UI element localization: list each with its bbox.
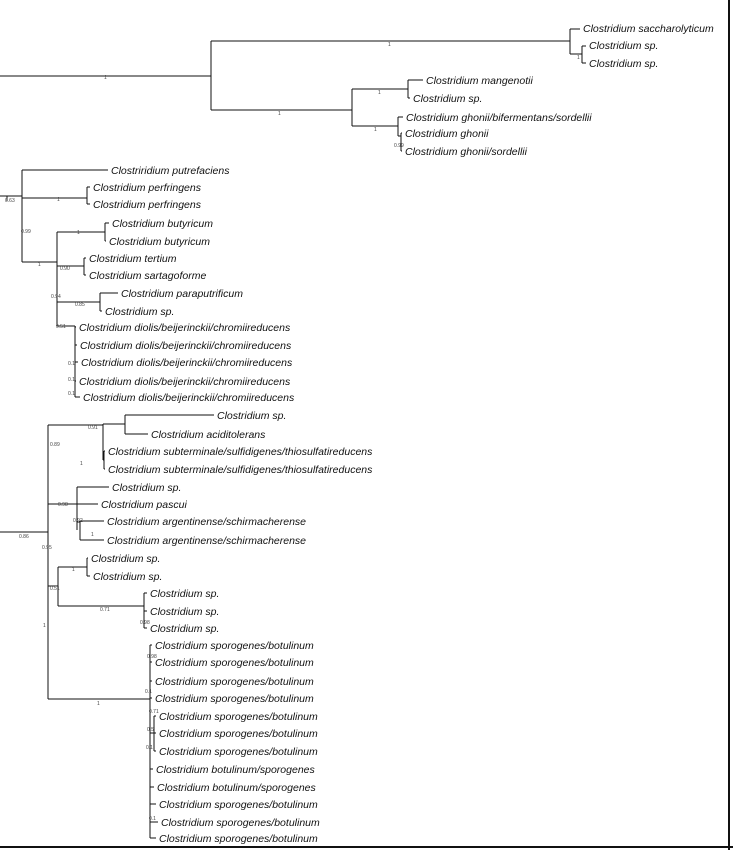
leaf-label: Clostridium sporogenes/botulinum bbox=[155, 657, 314, 669]
leaf-label: Clostridium sp. bbox=[150, 623, 219, 635]
leaf-label: Clostridium argentinense/schirmacherense bbox=[107, 535, 306, 547]
leaf-label: Clostridium sporogenes/botulinum bbox=[155, 640, 314, 652]
leaf-label: Clostridium diolis/beijerinckii/chromiir… bbox=[80, 340, 292, 352]
leaf-label: Clostridium sporogenes/botulinum bbox=[159, 799, 318, 811]
leaf-label: Clostridium paraputrificum bbox=[121, 288, 243, 300]
leaf-label: Clostridium botulinum/sporogenes bbox=[157, 782, 316, 794]
support-value: 0.1 bbox=[146, 745, 153, 751]
support-value: 0.99 bbox=[21, 229, 31, 235]
leaf-label: Clostridium subterminale/sulfidigenes/th… bbox=[108, 446, 373, 458]
support-value: 0.5 bbox=[147, 727, 154, 733]
support-value: 0.94 bbox=[51, 294, 61, 300]
leaf-label: Clostridium sp. bbox=[150, 588, 219, 600]
support-value: 0.90 bbox=[60, 266, 70, 272]
support-value: 0.71 bbox=[100, 607, 110, 613]
leaf-label: Clostridium sp. bbox=[413, 93, 482, 105]
support-value: 1 bbox=[378, 90, 381, 96]
leaf-label: Clostridium perfringens bbox=[93, 199, 202, 211]
support-value: 0.86 bbox=[19, 534, 29, 540]
leaf-label: Clostridium sporogenes/botulinum bbox=[159, 746, 318, 758]
leaf-label: Clostridium sporogenes/botulinum bbox=[159, 833, 318, 845]
leaf-label: Clostridium sartagoforme bbox=[89, 270, 206, 282]
support-value: 0.51 bbox=[50, 586, 60, 592]
leaf-label: Clostridium sp. bbox=[93, 571, 162, 583]
support-value: 0.91 bbox=[88, 425, 98, 431]
support-value: 0.89 bbox=[50, 442, 60, 448]
support-value: 1 bbox=[577, 55, 580, 61]
support-value: 0.51 bbox=[56, 324, 66, 330]
leaf-label: Clostridium sp. bbox=[91, 553, 160, 565]
support-value: 0.95 bbox=[42, 545, 52, 551]
support-value: 0.1 bbox=[145, 689, 152, 695]
support-value: 1 bbox=[38, 262, 41, 268]
leaf-label: Clostridium diolis/beijerinckii/chromiir… bbox=[79, 322, 291, 334]
leaf-label: Clostridium pascui bbox=[101, 499, 187, 511]
support-value: 1 bbox=[278, 111, 281, 117]
leaf-label: Clostridium ghonii bbox=[405, 128, 489, 140]
support-value: 0.92 bbox=[73, 518, 83, 524]
support-values: 1 1 1 1 1 1 0.99 0.63 1 0.99 1 1 0.90 0.… bbox=[5, 42, 580, 822]
leaf-label: Clostridium butyricum bbox=[109, 236, 210, 248]
support-value: 1 bbox=[72, 567, 75, 573]
leaf-label: Clostridium diolis/beijerinckii/chromiir… bbox=[79, 376, 291, 388]
leaf-label: Clostridium sp. bbox=[589, 58, 658, 70]
support-value: 1 bbox=[77, 230, 80, 236]
leaf-label: Clostridium butyricum bbox=[112, 218, 213, 230]
support-value: 1 bbox=[104, 75, 107, 81]
leaf-label: Clostridium sporogenes/botulinum bbox=[155, 693, 314, 705]
support-value: 1 bbox=[57, 197, 60, 203]
leaf-label: Clostridium ghonii/sordellii bbox=[405, 146, 528, 158]
leaf-label: Clostridium sp. bbox=[105, 306, 174, 318]
leaf-label: Clostridium sporogenes/botulinum bbox=[159, 728, 318, 740]
leaf-label: Clostridium sporogenes/botulinum bbox=[159, 711, 318, 723]
support-value: 1 bbox=[97, 701, 100, 707]
support-value: 0.1 bbox=[68, 361, 75, 367]
support-value: 1 bbox=[374, 127, 377, 133]
bottom-clade-branches bbox=[0, 414, 214, 839]
support-value: 0.99 bbox=[394, 143, 404, 149]
support-value: 0.1 bbox=[68, 377, 75, 383]
support-value: 0.98 bbox=[140, 620, 150, 626]
leaf-label: Clostridium sp. bbox=[150, 606, 219, 618]
leaf-label: Clostriridium putrefaciens bbox=[111, 165, 230, 177]
leaf-label: Clostridium sp. bbox=[112, 482, 181, 494]
support-value: 1 bbox=[388, 42, 391, 48]
support-value: 0.98 bbox=[147, 654, 157, 660]
leaf-label: Clostridium botulinum/sporogenes bbox=[156, 764, 315, 776]
leaf-label: Clostridium mangenotii bbox=[426, 75, 533, 87]
leaf-labels: Clostridium saccharolyticum Clostridium … bbox=[79, 23, 714, 845]
leaf-label: Clostridium subterminale/sulfidigenes/th… bbox=[108, 464, 373, 476]
support-value: 1 bbox=[43, 623, 46, 629]
leaf-label: Clostridium aciditolerans bbox=[151, 429, 266, 441]
leaf-label: Clostridium diolis/beijerinckii/chromiir… bbox=[81, 357, 293, 369]
leaf-label: Clostridium sp. bbox=[217, 410, 286, 422]
leaf-label: Clostridium perfringens bbox=[93, 182, 202, 194]
leaf-label: Clostridium argentinense/schirmacherense bbox=[107, 516, 306, 528]
leaf-label: Clostridium sp. bbox=[589, 40, 658, 52]
support-value: 0.85 bbox=[75, 302, 85, 308]
support-value: 0.98 bbox=[58, 502, 68, 508]
leaf-label: Clostridium diolis/beijerinckii/chromiir… bbox=[83, 392, 295, 404]
support-value: 0.1 bbox=[149, 816, 156, 822]
support-value: 1 bbox=[80, 461, 83, 467]
support-value: 0.63 bbox=[5, 198, 15, 204]
leaf-label: Clostridium ghonii/bifermentans/sordelli… bbox=[406, 112, 592, 124]
support-value: 0.1 bbox=[68, 391, 75, 397]
support-value: 0.71 bbox=[149, 709, 159, 715]
leaf-label: Clostridium sporogenes/botulinum bbox=[155, 676, 314, 688]
leaf-label: Clostridium saccharolyticum bbox=[583, 23, 714, 35]
top-clade-branches bbox=[0, 28, 586, 152]
leaf-label: Clostridium sporogenes/botulinum bbox=[161, 817, 320, 829]
leaf-label: Clostridium tertium bbox=[89, 253, 177, 265]
support-value: 1 bbox=[91, 532, 94, 538]
middle-clade-branches bbox=[0, 169, 118, 398]
